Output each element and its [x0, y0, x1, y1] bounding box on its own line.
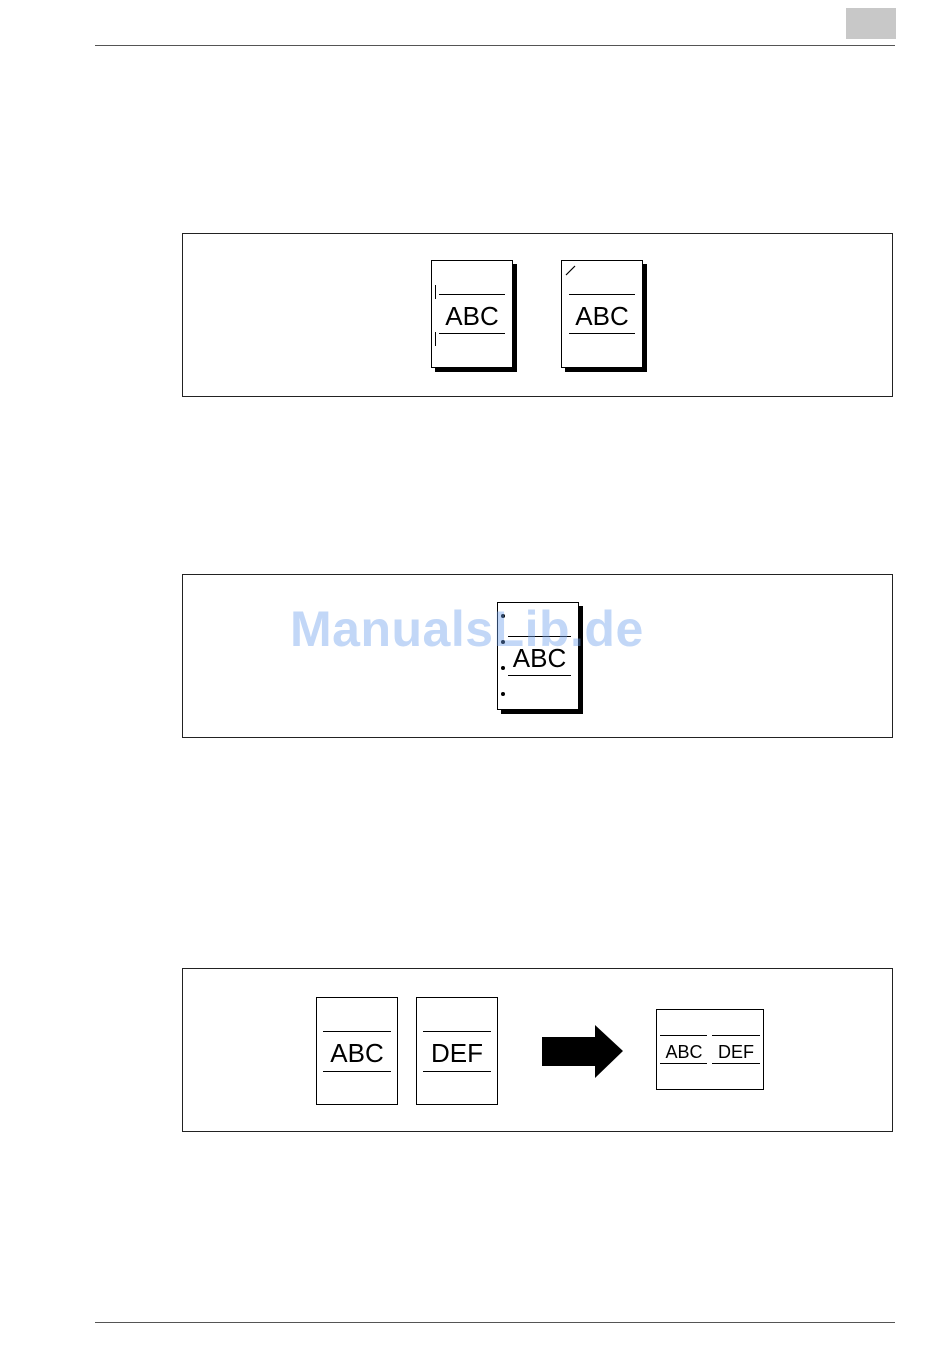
top-line — [423, 1031, 491, 1032]
page-text: ABC — [432, 303, 512, 329]
top-line — [569, 294, 635, 295]
punch-hole-icon — [501, 614, 505, 618]
staple-corner-page: ABC — [561, 260, 643, 368]
page-text: ABC — [501, 645, 578, 671]
top-line-left — [660, 1035, 707, 1036]
bottom-line — [569, 333, 635, 334]
arrow-right-icon — [541, 1024, 625, 1080]
page-text: ABC — [317, 1040, 397, 1066]
top-line — [508, 636, 571, 637]
staple-bottom-icon — [435, 332, 436, 346]
combined-text-left: ABC — [659, 1043, 709, 1061]
bottom-line-left — [660, 1063, 707, 1064]
bottom-line — [439, 333, 505, 334]
original-page-1: ABC — [316, 997, 398, 1105]
combine-figure: ABC DEF ABC DEF — [182, 968, 893, 1132]
top-line — [439, 294, 505, 295]
page-text: ABC — [562, 303, 642, 329]
combined-text-right: DEF — [711, 1043, 761, 1061]
footer-rule — [95, 1322, 895, 1323]
bottom-line-right — [712, 1063, 760, 1064]
punch-hole-icon — [501, 640, 505, 644]
punched-page: ABC — [497, 602, 579, 710]
bottom-line — [423, 1071, 491, 1072]
combined-page: ABC DEF — [656, 1009, 764, 1090]
staple-corner-icon — [565, 264, 577, 276]
punch-hole-icon — [501, 692, 505, 696]
header-rule — [95, 45, 895, 46]
bottom-line — [323, 1071, 391, 1072]
punch-figure: ABC — [182, 574, 893, 738]
page-text: DEF — [417, 1040, 497, 1066]
top-line-right — [712, 1035, 760, 1036]
staple-double-page: ABC — [431, 260, 513, 368]
original-page-2: DEF — [416, 997, 498, 1105]
staple-top-icon — [435, 285, 436, 299]
staple-figure: ABC ABC — [182, 233, 893, 397]
top-line — [323, 1031, 391, 1032]
page-tab — [846, 8, 896, 39]
bottom-line — [508, 675, 571, 676]
